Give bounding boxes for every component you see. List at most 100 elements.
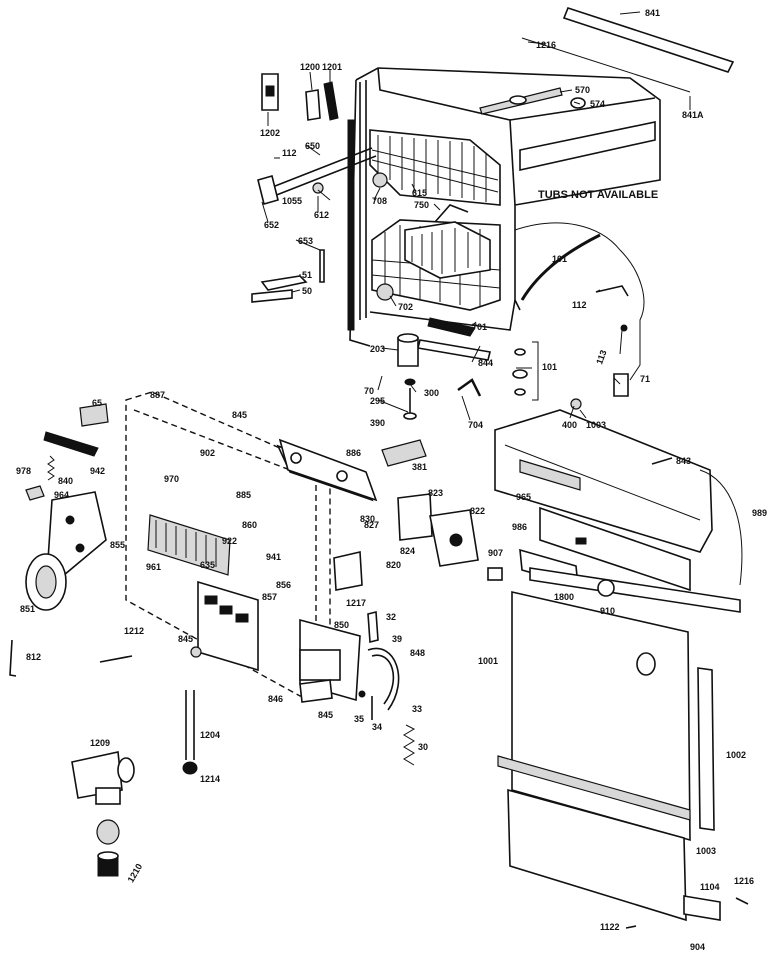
bracket-part (257, 175, 279, 205)
tub-side-outline (514, 222, 645, 381)
part-label: 846 (268, 694, 283, 704)
part-label: 856 (276, 580, 291, 590)
top-assembly (251, 7, 735, 420)
latch-handle (323, 81, 339, 121)
part-label: 708 (372, 196, 387, 206)
washer-part (312, 182, 324, 194)
part-978 (25, 485, 45, 501)
part-label: 101 (552, 254, 567, 264)
part-label: 32 (386, 612, 396, 622)
silverware-basket (404, 221, 491, 279)
bracket-812 (9, 639, 17, 677)
tub-base-bar (417, 339, 491, 361)
part-label: 1217 (346, 598, 366, 608)
tub-gasket (347, 119, 355, 331)
part-label: 51 (302, 270, 312, 280)
part-label: 986 (512, 522, 527, 532)
part-label: 203 (370, 344, 385, 354)
part-label: 1001 (478, 656, 498, 666)
part-label: 910 (600, 606, 615, 616)
part-label: 860 (242, 520, 257, 530)
tubs-note: TUBS NOT AVAILABLE (538, 189, 658, 201)
part-label: 961 (146, 562, 161, 572)
part-label: 50 (302, 286, 312, 296)
part-65 (79, 403, 109, 427)
part-label: 1200 (300, 62, 320, 72)
part-label: 1003 (586, 420, 606, 430)
part-label: 39 (392, 634, 402, 644)
part-label: 844 (478, 358, 493, 368)
part-907 (487, 567, 503, 581)
part-label: 850 (334, 620, 349, 630)
door-top-trim (529, 567, 741, 613)
part-label: 848 (410, 648, 425, 658)
part-label: 1204 (200, 730, 220, 740)
part-label: 855 (110, 540, 125, 550)
water-valve (71, 751, 123, 799)
part-823 (397, 493, 433, 541)
part-label: 824 (400, 546, 415, 556)
part-label: 702 (398, 302, 413, 312)
part-label: 635 (200, 560, 215, 570)
switch-window (265, 85, 275, 97)
part-label: 652 (264, 220, 279, 230)
part-label: 970 (164, 474, 179, 484)
supply-tube (269, 147, 377, 197)
part-label: 1201 (322, 62, 342, 72)
part-label: 701 (472, 322, 487, 332)
part-label: 978 (16, 466, 31, 476)
spring-840 (47, 455, 55, 481)
bracket-904 (683, 895, 721, 921)
part-labels: 841 1216 841A 570 574 1202 1200 1201 112… (16, 8, 767, 952)
basket-handle (434, 204, 469, 223)
rod-1204 (185, 690, 195, 760)
console-wire (699, 469, 743, 586)
clip-1122 (625, 925, 637, 929)
spring-30 (403, 724, 416, 766)
part-label: 1800 (554, 592, 574, 602)
outer-door-assembly (487, 409, 749, 929)
part-label: 1122 (600, 922, 620, 932)
part-label: 1210 (126, 862, 145, 884)
part-label: 845 (318, 710, 333, 720)
fitting-1210 (96, 819, 120, 845)
part-label: 615 (412, 188, 427, 198)
part-label: 1002 (726, 750, 746, 760)
clip-704 (457, 378, 482, 397)
control-panel (197, 580, 259, 672)
bracket-101 (532, 341, 539, 401)
part-label: 1214 (200, 774, 220, 784)
part-label: 574 (590, 99, 605, 109)
part-label: 886 (346, 448, 361, 458)
part-label: 887 (150, 390, 165, 400)
part-label: 812 (26, 652, 41, 662)
part-label: 750 (414, 200, 429, 210)
part-label: 1209 (90, 738, 110, 748)
part-label: 113 (594, 349, 608, 366)
lever-part (43, 431, 99, 457)
hose-clamp-112 (595, 285, 629, 297)
part-label: 34 (372, 722, 382, 732)
part-label: 112 (282, 148, 297, 158)
part-label: 381 (412, 462, 427, 472)
part-label: 101 (542, 362, 557, 372)
side-trim-part (521, 37, 691, 93)
tub-vent-slot (519, 121, 656, 171)
tub-top-rear (509, 97, 656, 121)
part-label: 885 (236, 490, 251, 500)
side-strip-1002 (697, 667, 715, 831)
part-label: 65 (92, 398, 102, 408)
dispenser-part (147, 514, 231, 576)
part-label: 830 (360, 514, 375, 524)
part-label: 822 (470, 506, 485, 516)
leader-lines (261, 11, 691, 421)
part-label: 300 (424, 388, 439, 398)
tub-frame (359, 80, 367, 320)
part-label: 841A (682, 110, 704, 120)
tub-bottom (369, 299, 516, 331)
part-label: 112 (572, 300, 587, 310)
sump-rail (427, 317, 476, 337)
part-label: 653 (298, 236, 313, 246)
part-label: 989 (752, 508, 767, 518)
